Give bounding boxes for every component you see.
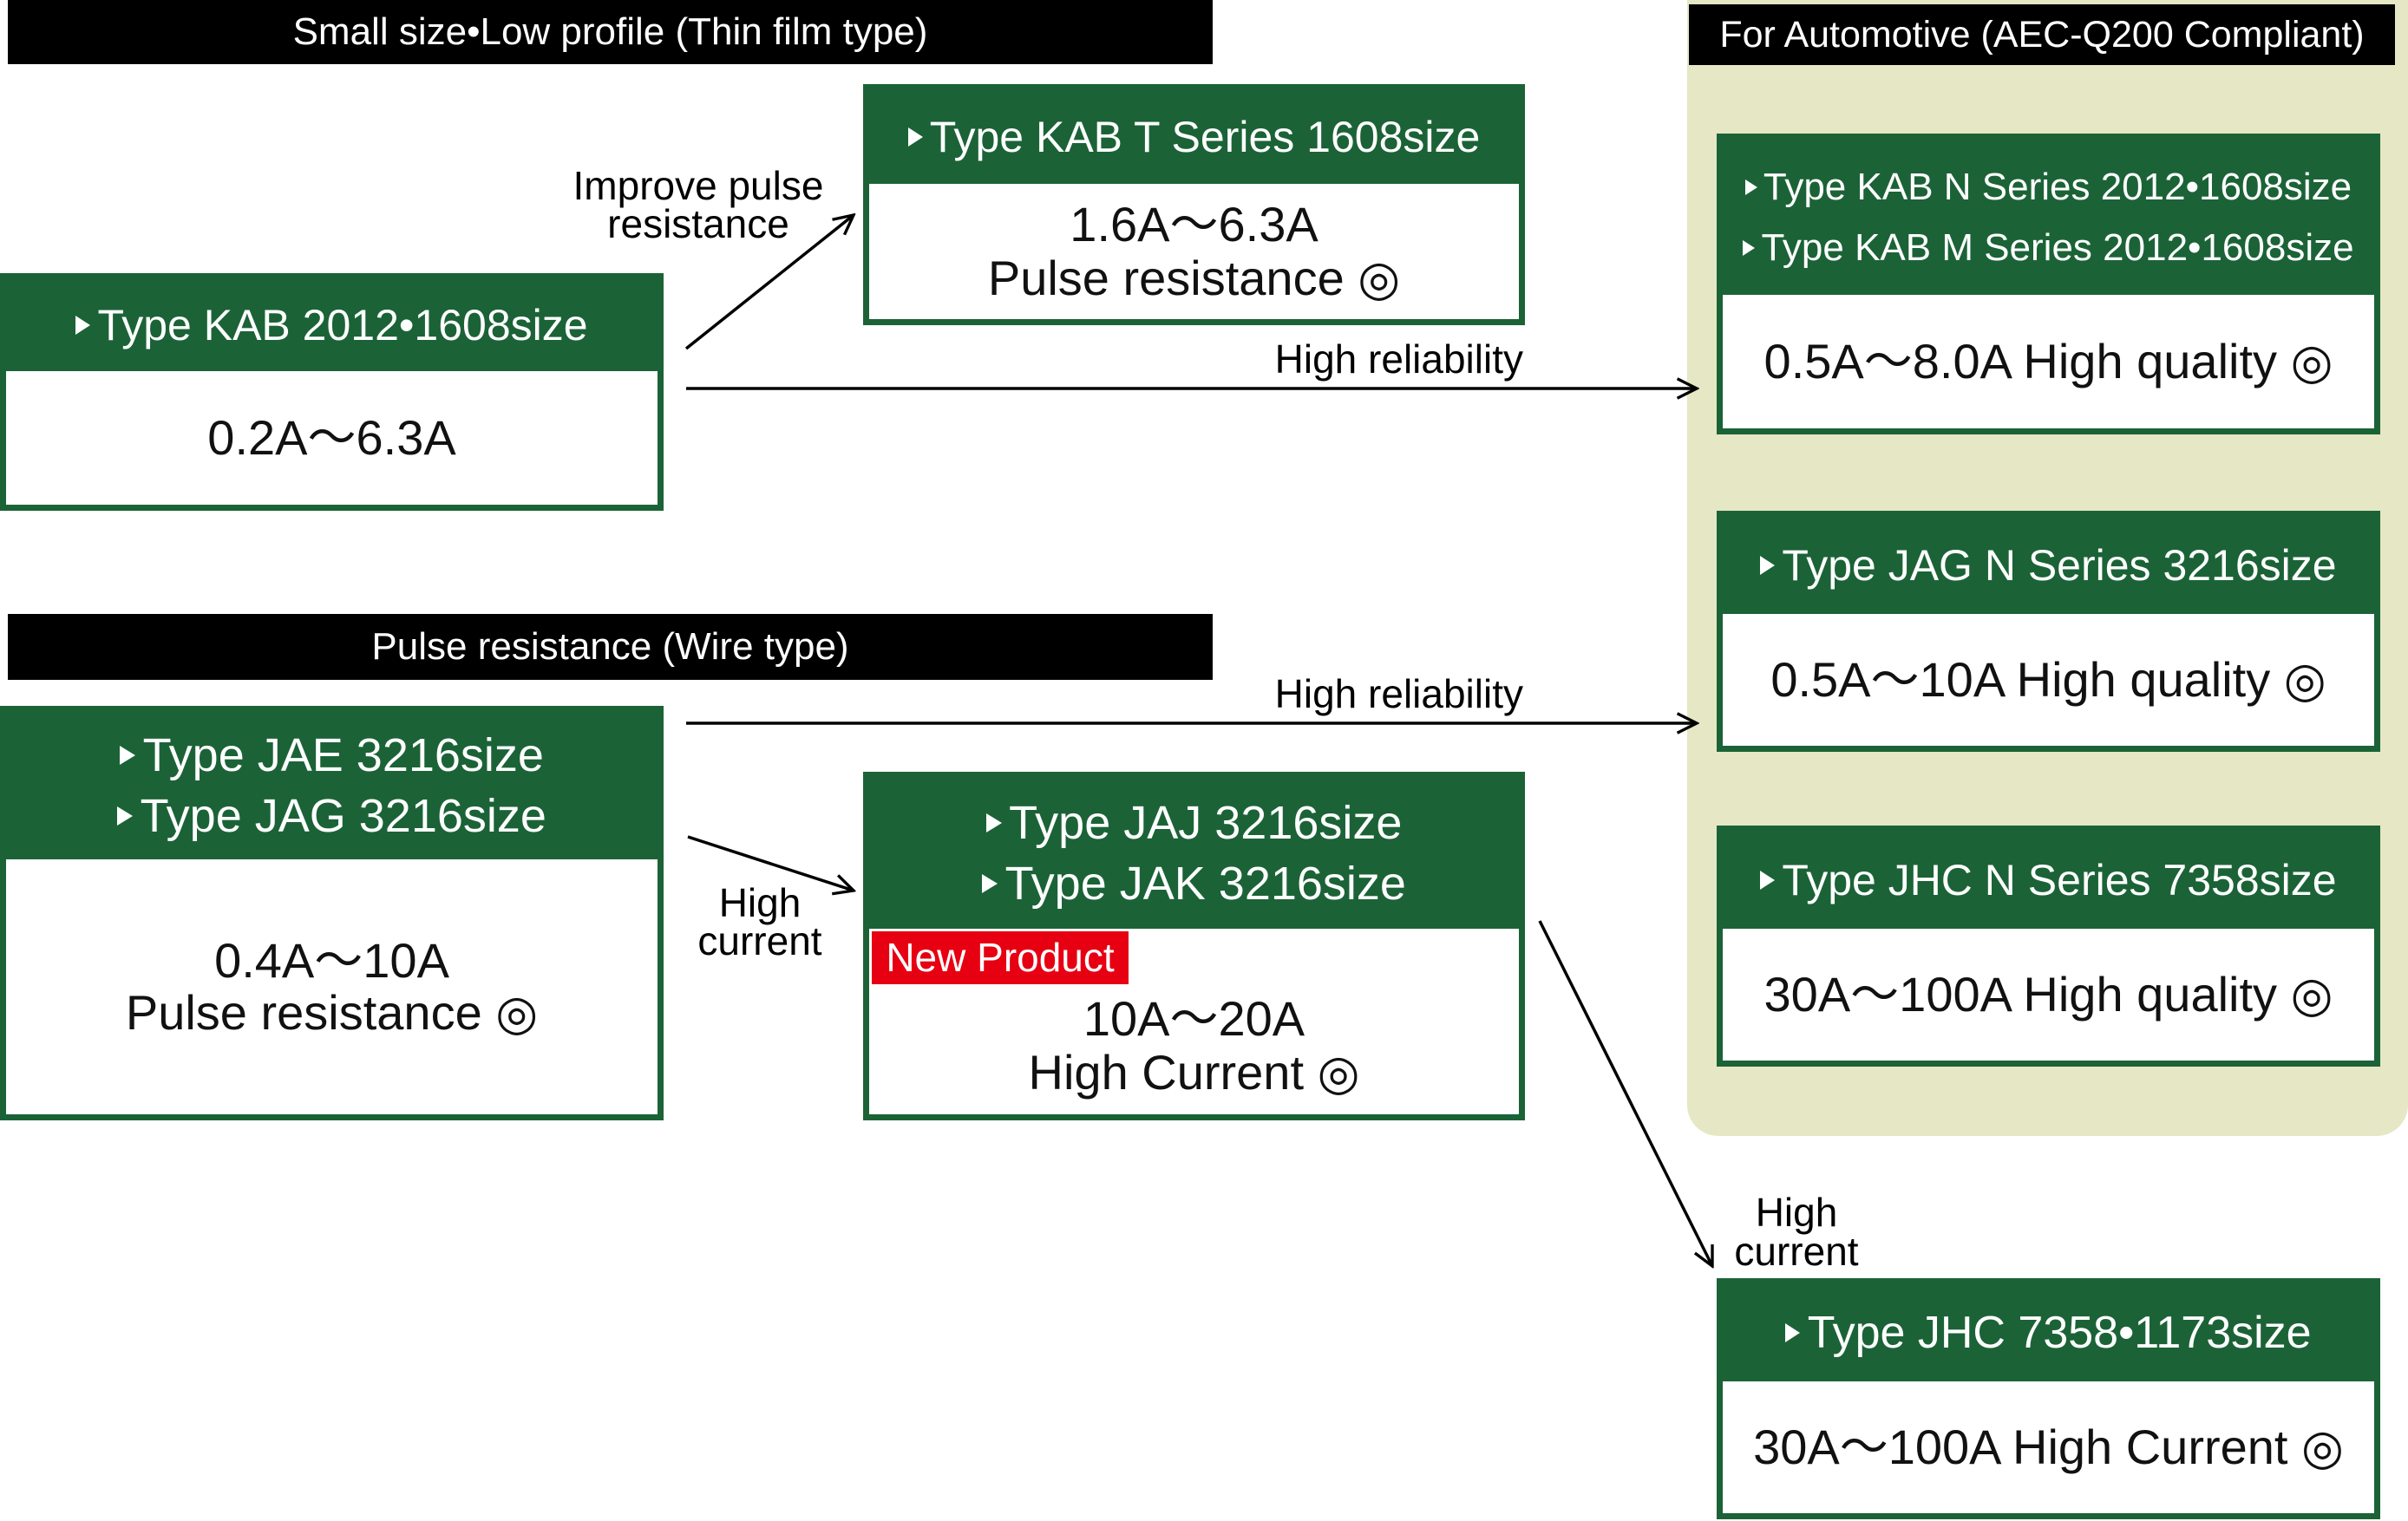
product-specs: 30A～100A High Current ◎	[1723, 1381, 2374, 1513]
product-name-line: Type KAB T Series 1608size	[907, 107, 1481, 167]
product-name-line: Type JAK 3216size	[982, 853, 1406, 914]
product-name-line: Type KAB M Series 2012•1608size	[1743, 218, 2354, 278]
current-range: 0.5A～8.0A High quality ◎	[1763, 334, 2333, 388]
right-triangle-icon	[907, 127, 923, 147]
product-header: Type JHC 7358•1173size	[1723, 1284, 2374, 1381]
product-specs: 0.5A～8.0A High quality ◎	[1723, 295, 2374, 428]
product-name-line: Type JHC N Series 7358size	[1760, 850, 2337, 911]
product-name: Type KAB T Series 1608size	[929, 113, 1481, 161]
product-name: Type JHC 7358•1173size	[1807, 1308, 2312, 1358]
current-range: 1.6A～6.3A	[1070, 197, 1319, 251]
label-line: High	[1755, 1190, 1838, 1235]
label-line: current	[697, 918, 822, 963]
right-triangle-icon	[1744, 179, 1757, 195]
current-range: 0.2A～6.3A	[207, 410, 456, 465]
product-name-line: Type JAG N Series 3216size	[1760, 535, 2337, 596]
thin-film-section-title: Small size•Low profile (Thin film type)	[8, 0, 1213, 64]
current-range: 30A～100A High quality ◎	[1763, 967, 2333, 1022]
right-triangle-icon	[117, 806, 134, 826]
label-line: current	[1734, 1229, 1859, 1274]
product-name: Type JAG N Series 3216size	[1782, 541, 2337, 590]
product-box-jhc-n: Type JHC N Series 7358size 30A～100A High…	[1717, 826, 2380, 1067]
product-header: Type JAG N Series 3216size	[1723, 517, 2374, 614]
right-triangle-icon	[1785, 1323, 1801, 1342]
product-name: Type JAJ 3216size	[1009, 797, 1403, 849]
product-name-line: Type KAB N Series 2012•1608size	[1744, 157, 2352, 218]
product-box-jae-jag: Type JAE 3216size Type JAG 3216size 0.4A…	[0, 706, 664, 1120]
product-specs: 10A～20A High Current ◎	[869, 929, 1519, 1114]
right-triangle-icon	[75, 316, 91, 335]
wire-section-title: Pulse resistance (Wire type)	[8, 614, 1213, 680]
product-box-jag-n: Type JAG N Series 3216size 0.5A～10A High…	[1717, 511, 2380, 752]
high-reliability-label: High reliability	[1274, 671, 1523, 716]
product-specs: 1.6A～6.3A Pulse resistance ◎	[869, 184, 1519, 319]
right-triangle-icon	[982, 874, 998, 893]
product-name-line: Type JAE 3216size	[120, 725, 544, 786]
label-line: resistance	[607, 201, 789, 246]
right-triangle-icon	[985, 813, 1002, 832]
product-box-jhc: Type JHC 7358•1173size 30A～100A High Cur…	[1717, 1278, 2380, 1519]
product-name: Type KAB M Series 2012•1608size	[1761, 225, 2354, 269]
product-box-kab-n-m: Type KAB N Series 2012•1608size Type KAB…	[1717, 134, 2380, 434]
right-triangle-icon	[1760, 871, 1776, 890]
product-name-line: Type JAJ 3216size	[985, 793, 1403, 853]
right-triangle-icon	[120, 746, 136, 765]
product-specs: 0.2A～6.3A	[6, 371, 658, 505]
product-box-jaj-jak: Type JAJ 3216size Type JAK 3216size New …	[863, 772, 1525, 1120]
product-box-kab: Type KAB 2012•1608size 0.2A～6.3A	[0, 273, 664, 511]
product-specs: 0.4A～10A Pulse resistance ◎	[6, 859, 658, 1114]
product-specs: 30A～100A High quality ◎	[1723, 929, 2374, 1061]
right-triangle-icon	[1760, 556, 1776, 575]
high-current-label: High current	[630, 880, 890, 963]
product-name: Type JHC N Series 7358size	[1782, 856, 2337, 904]
feature-rating: Pulse resistance ◎	[987, 251, 1401, 305]
product-name-line: Type KAB 2012•1608size	[75, 295, 588, 356]
feature-rating: Pulse resistance ◎	[125, 985, 539, 1040]
product-header: Type KAB T Series 1608size	[869, 90, 1519, 184]
improve-pulse-resistance-label: Improve pulse resistance	[538, 163, 859, 246]
feature-rating: High Current ◎	[1028, 1045, 1360, 1100]
product-name: Type JAK 3216size	[1004, 858, 1406, 910]
product-name: Type KAB N Series 2012•1608size	[1763, 165, 2352, 208]
product-header: Type JAJ 3216size Type JAK 3216size	[869, 778, 1519, 929]
current-range: 30A～100A High Current ◎	[1753, 1420, 2344, 1474]
product-name: Type JAG 3216size	[140, 790, 546, 842]
product-specs: 0.5A～10A High quality ◎	[1723, 614, 2374, 746]
product-name: Type JAE 3216size	[142, 729, 544, 781]
automotive-section-title: For Automotive (AEC-Q200 Compliant)	[1689, 4, 2395, 65]
product-header: Type JAE 3216size Type JAG 3216size	[6, 712, 658, 859]
high-current-label: High current	[1666, 1190, 1927, 1274]
label-line: Improve pulse	[573, 163, 824, 208]
product-header: Type KAB N Series 2012•1608size Type KAB…	[1723, 140, 2374, 295]
product-header: Type JHC N Series 7358size	[1723, 832, 2374, 929]
product-name-line: Type JAG 3216size	[117, 786, 546, 846]
current-range: 10A～20A	[1083, 991, 1305, 1046]
new-product-badge: New Product	[872, 931, 1129, 984]
product-header: Type KAB 2012•1608size	[6, 279, 658, 371]
high-reliability-label: High reliability	[1274, 336, 1523, 382]
product-box-kab-t: Type KAB T Series 1608size 1.6A～6.3A Pul…	[863, 84, 1525, 325]
product-name: Type KAB 2012•1608size	[97, 301, 588, 349]
current-range: 0.4A～10A	[214, 933, 449, 988]
product-name-line: Type JHC 7358•1173size	[1785, 1302, 2312, 1363]
label-line: High	[718, 880, 802, 925]
right-triangle-icon	[1743, 239, 1756, 256]
current-range: 0.5A～10A High quality ◎	[1770, 652, 2326, 707]
